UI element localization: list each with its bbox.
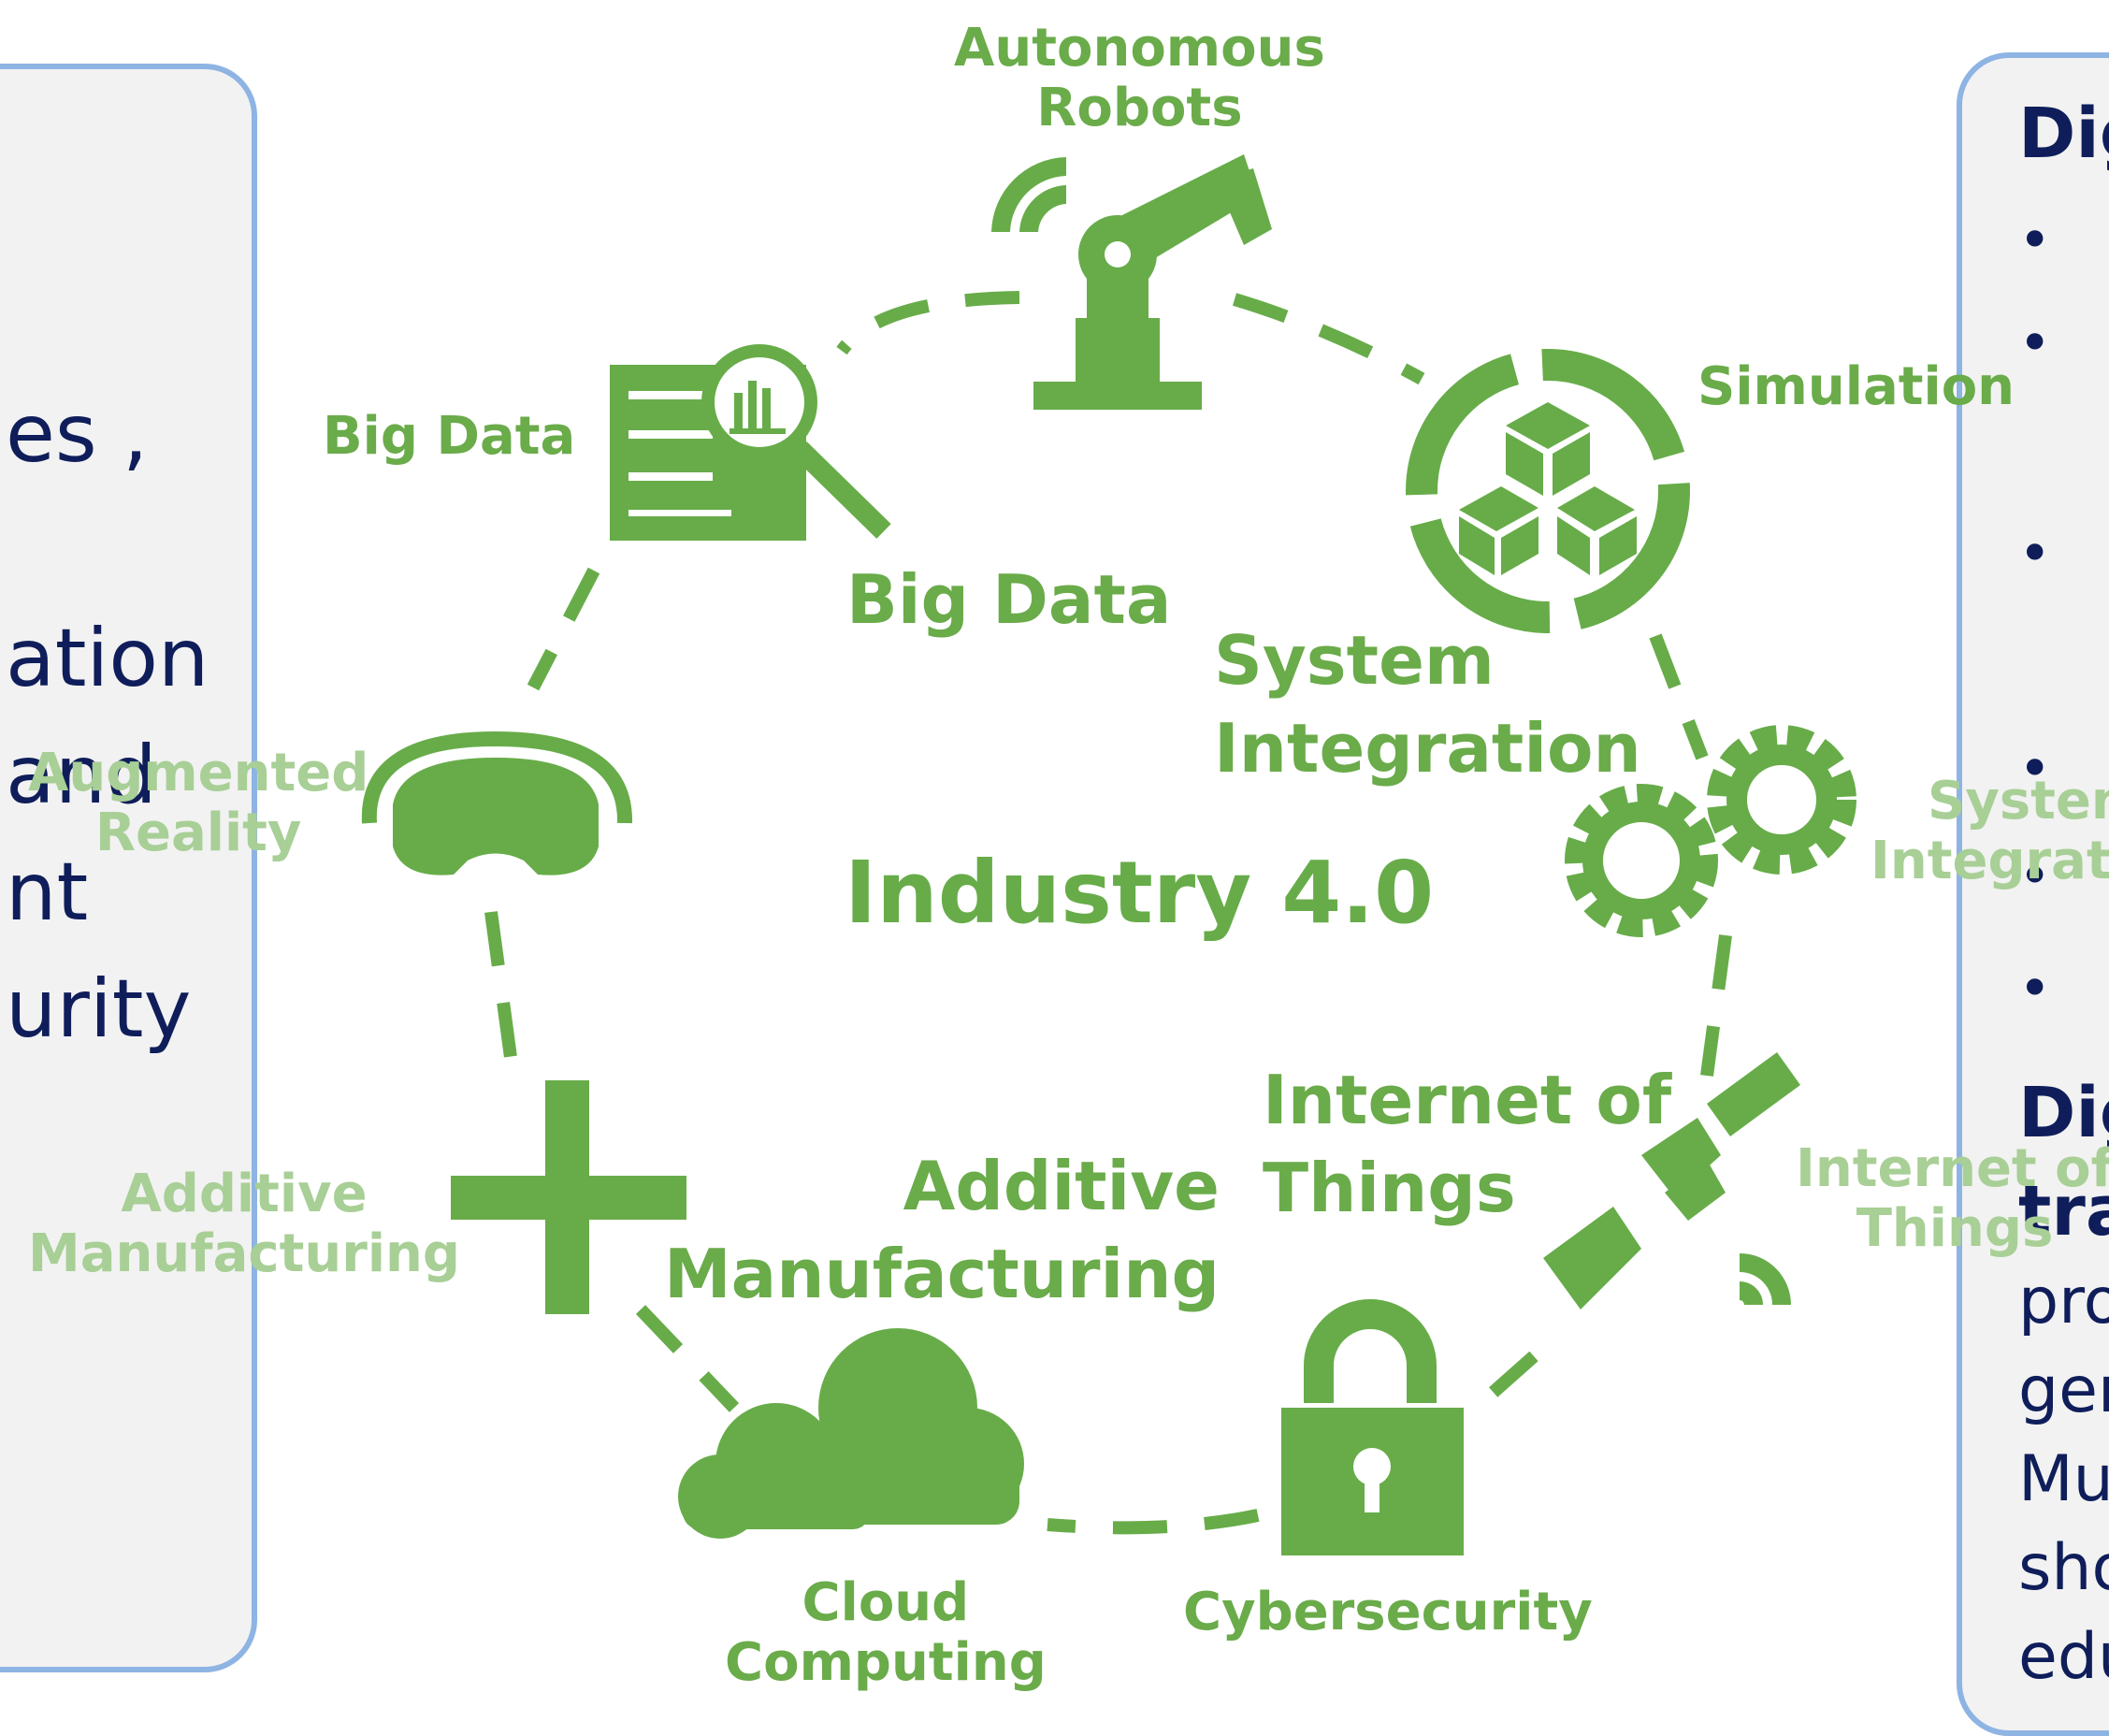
label-system-integration-outer: System Integration: [1871, 771, 2109, 892]
label-internet-of-things-inner: Internet of Things: [1263, 1061, 1672, 1227]
label-augmented-reality: Augmented Reality: [28, 743, 369, 864]
satellite-icon: [1543, 1052, 1800, 1309]
right-panel-body-3: Mu: [2018, 1442, 2109, 1516]
bullet-6: •: [2018, 956, 2052, 1021]
label-simulation: Simulation: [1697, 356, 2015, 417]
left-panel-line-5: urity: [6, 962, 192, 1056]
bullet-5: •: [2018, 844, 2052, 909]
robot-arm-icon: [991, 154, 1272, 410]
right-panel-body-5: edu: [2018, 1620, 2109, 1694]
gears-icon: [1565, 725, 1856, 937]
cloud-icon: [678, 1328, 1024, 1539]
vr-headset-icon: [361, 731, 633, 875]
label-additive-manufacturing-inner: Additive Manufacturing: [664, 1147, 1220, 1313]
label-big-data-inner: Big Data: [846, 560, 1172, 639]
right-panel-body-4: sho: [2018, 1531, 2109, 1605]
center-title: Industry 4.0: [845, 843, 1435, 943]
bullet-3: •: [2018, 521, 2052, 586]
left-panel-line-2: ation: [6, 612, 209, 705]
right-panel-body-1: pro: [2018, 1265, 2109, 1338]
plus-icon: [451, 1080, 686, 1314]
left-text-panel: es , ation and nt urity: [0, 64, 257, 1672]
server-magnifier-icon: [610, 344, 891, 541]
label-cybersecurity: Cybersecurity: [1183, 1582, 1593, 1642]
dashed-ring: [484, 291, 1732, 1535]
bullet-4: •: [2018, 736, 2052, 802]
cubes-cycle-icon: [1406, 349, 1690, 633]
diagram-graphics: [361, 154, 1856, 1555]
label-cloud-computing: Cloud Computing: [725, 1572, 1047, 1694]
right-text-panel: Dig • • • • • • Dig tra pro ger Mu sho e…: [1957, 52, 2109, 1736]
right-panel-heading-2-cont: tra: [2018, 1171, 2109, 1251]
bullet-1: •: [2018, 208, 2052, 273]
label-big-data-outer: Big Data: [323, 406, 576, 467]
right-panel-body-2: ger: [2018, 1353, 2109, 1427]
padlock-icon: [1281, 1299, 1464, 1555]
right-panel-heading-2: Dig: [2018, 1073, 2109, 1153]
left-panel-line-1: es ,: [6, 387, 149, 481]
label-system-integration-inner: System Integration: [1214, 621, 1641, 788]
label-autonomous-robots: Autonomous Robots: [954, 18, 1325, 139]
bullet-2: •: [2018, 311, 2052, 376]
industry-4-0-diagram: Autonomous Robots Simulation System Inte…: [28, 18, 2109, 1694]
label-internet-of-things-outer: Internet of Things: [1796, 1138, 2109, 1260]
left-panel-line-3: and: [6, 729, 157, 822]
label-additive-manufacturing-outer: Additive Manufacturing: [28, 1164, 460, 1285]
right-panel-heading: Dig: [2018, 94, 2109, 174]
left-panel-line-4: nt: [6, 846, 89, 939]
